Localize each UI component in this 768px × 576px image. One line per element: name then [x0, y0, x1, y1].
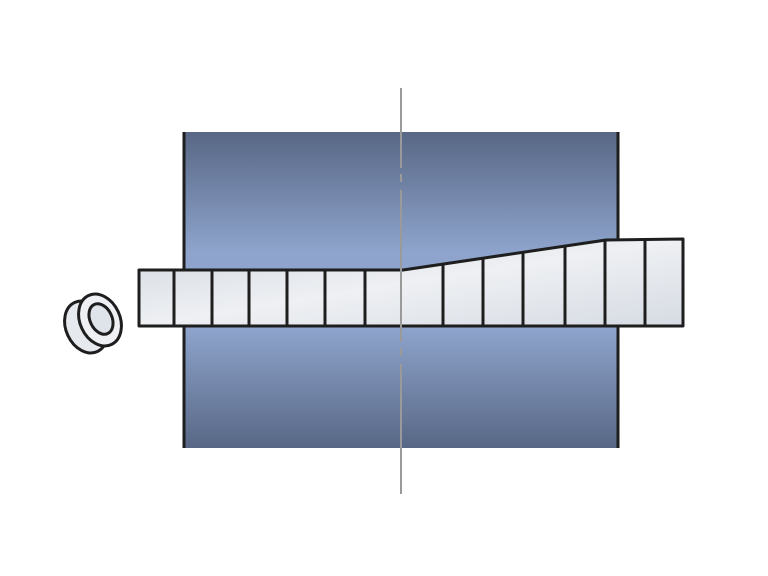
- segmented-strip: [137, 237, 685, 328]
- washer-icon: [63, 292, 123, 355]
